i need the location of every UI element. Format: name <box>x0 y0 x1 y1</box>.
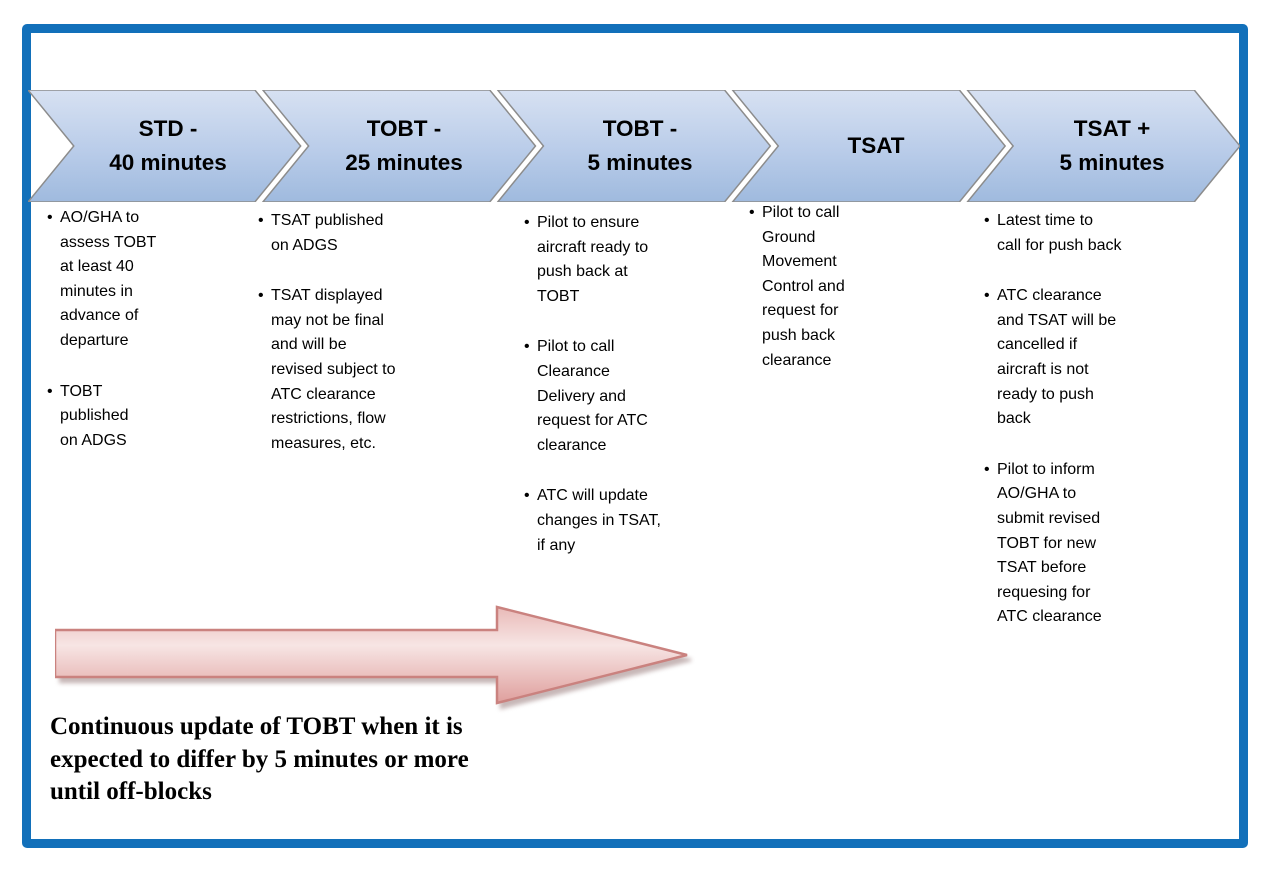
stage-label-tobt-25: TOBT - 25 minutes <box>345 116 463 175</box>
stage-details-tsat-5: Latest time to call for push back ATC cl… <box>984 209 1189 656</box>
stage-label-tsat: TSAT <box>847 133 905 159</box>
bullet-icon <box>524 484 537 558</box>
bullet-icon <box>524 211 537 309</box>
bullet-item: Pilot to call Clearance Delivery and req… <box>524 335 719 458</box>
stage-label-tsat-5: TSAT + 5 minutes <box>1059 116 1165 175</box>
chevron-shape-3 <box>496 90 772 202</box>
continuous-update-note: Continuous update of TOBT when it is exp… <box>50 713 469 805</box>
bullet-icon <box>749 201 762 373</box>
chevron-shape-2 <box>261 90 537 202</box>
timeline-chevrons <box>28 90 1240 202</box>
page-border <box>22 24 1248 848</box>
bullet-icon <box>524 335 537 458</box>
bullet-item: Pilot to call Ground Movement Control an… <box>749 201 924 373</box>
bullet-icon <box>984 458 997 630</box>
bullet-item: Latest time to call for push back <box>984 209 1189 258</box>
right-arrow-shape <box>55 605 688 705</box>
bullet-item: TSAT published on ADGS <box>258 209 463 258</box>
bullet-icon <box>258 284 271 456</box>
bullet-item: AO/GHA to assess TOBT at least 40 minute… <box>47 206 252 354</box>
bullet-item: TOBT published on ADGS <box>47 380 252 454</box>
stage-label-tobt-5: TOBT - 5 minutes <box>587 116 693 175</box>
stage-label-std-40: STD - 40 minutes <box>109 116 227 175</box>
bullet-icon <box>984 284 997 432</box>
bullet-item: Pilot to ensure aircraft ready to push b… <box>524 211 719 309</box>
bullet-item: Pilot to inform AO/GHA to submit revised… <box>984 458 1189 630</box>
bullet-icon <box>258 209 271 258</box>
bullet-item: ATC will update changes in TSAT, if any <box>524 484 719 558</box>
stage-details-std-40: AO/GHA to assess TOBT at least 40 minute… <box>47 206 252 479</box>
bullet-item: TSAT displayed may not be final and will… <box>258 284 463 456</box>
bullet-icon <box>47 380 60 454</box>
chevron-shape-4 <box>731 90 1007 202</box>
chevron-shape-1 <box>28 90 302 202</box>
bullet-item: ATC clearance and TSAT will be cancelled… <box>984 284 1189 432</box>
chevron-shape-5 <box>966 90 1240 202</box>
stage-details-tobt-25: TSAT published on ADGS TSAT displayed ma… <box>258 209 463 482</box>
bullet-icon <box>984 209 997 258</box>
stage-details-tobt-5: Pilot to ensure aircraft ready to push b… <box>524 211 719 584</box>
stage-details-tsat: Pilot to call Ground Movement Control an… <box>749 201 924 399</box>
bullet-icon <box>47 206 60 354</box>
